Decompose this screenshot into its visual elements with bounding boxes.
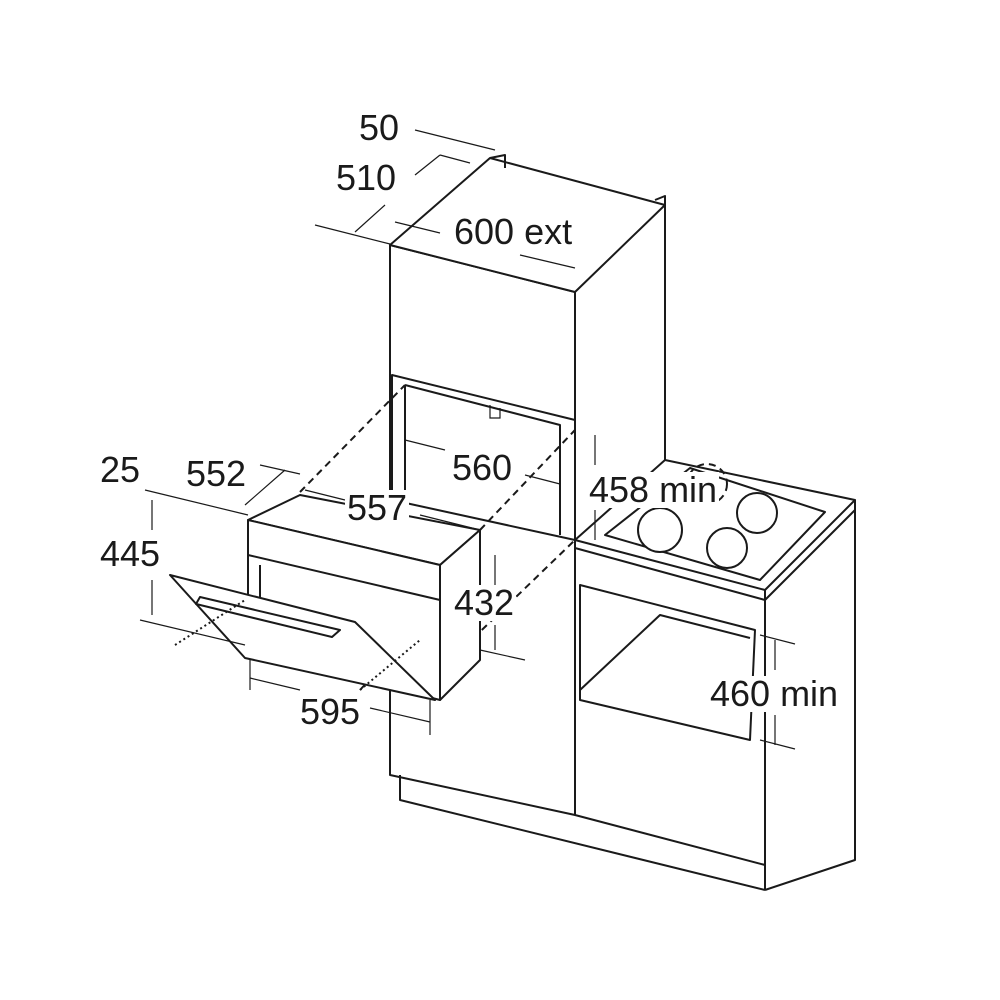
dimension-label-595: 595	[298, 691, 363, 732]
dimension-label-552: 552	[184, 453, 249, 494]
hob-burner	[637, 507, 683, 553]
dimension-label-445: 445	[98, 533, 163, 574]
dimension-label-557: 557	[345, 487, 410, 528]
dimension-label-560: 560	[450, 447, 515, 488]
hob-burner	[706, 527, 748, 569]
dimension-label-50: 50	[357, 107, 402, 148]
dimension-label-25: 25	[98, 449, 143, 490]
dimension-label-432: 432	[452, 582, 517, 623]
built-in-oven	[169, 494, 481, 701]
dimension-label-460-min: 460 min	[708, 673, 841, 714]
dimension-label-458-min: 458 min	[587, 469, 720, 510]
door-handle	[195, 596, 341, 638]
dimension-label-600-ext: 600 ext	[452, 211, 575, 252]
dimension-lines	[139, 129, 796, 750]
dimension-label-510: 510	[334, 157, 399, 198]
hob-burner	[736, 492, 778, 534]
